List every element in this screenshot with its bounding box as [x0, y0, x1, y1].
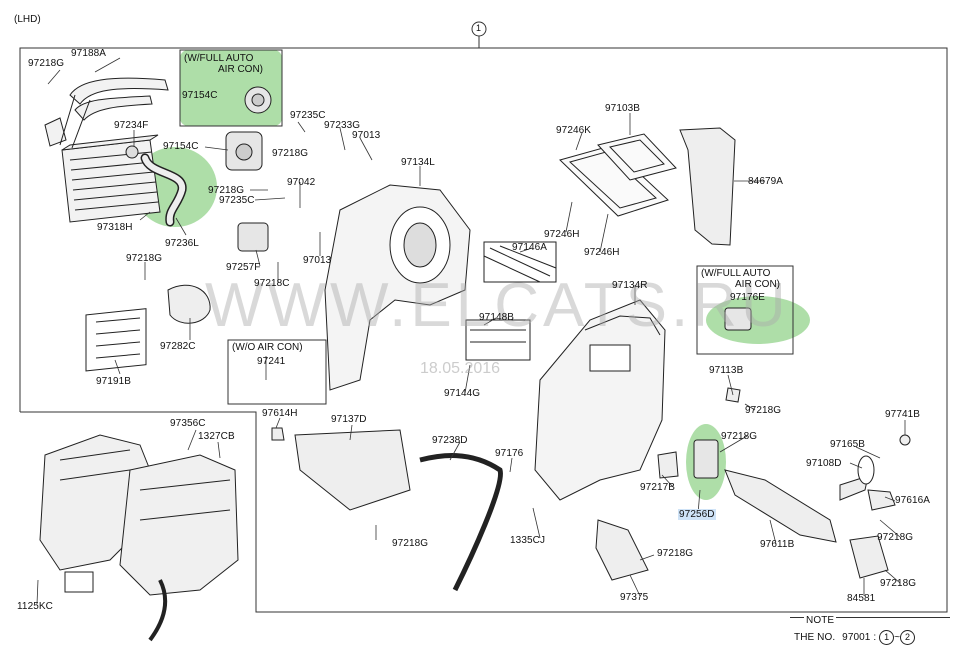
part-label[interactable]: 97611B: [760, 539, 795, 550]
note-the-no: THE NO.: [794, 632, 836, 643]
part-label[interactable]: 97218G: [877, 532, 914, 543]
note-title: NOTE: [804, 615, 837, 626]
part-label[interactable]: 97134L: [401, 157, 435, 168]
part-label-selected[interactable]: 97256D: [678, 509, 716, 520]
part-label[interactable]: 97318H: [97, 222, 133, 233]
part-label[interactable]: 97165B: [830, 439, 866, 450]
wo-air-con-title: (W/O AIR CON): [232, 342, 303, 353]
part-label[interactable]: 97103B: [605, 103, 641, 114]
watermark: WWW.ELCATS.RU: [205, 271, 790, 340]
note-part: 97001: [842, 632, 871, 643]
part-label[interactable]: 84679A: [748, 176, 784, 187]
note-text: THE NO. 97001 : 1~2: [794, 630, 916, 645]
full-auto-title-1: (W/FULL AUTO: [184, 53, 254, 64]
part-label[interactable]: 97218G: [880, 578, 917, 589]
full-auto-title-2: AIR CON): [218, 64, 263, 75]
part-label[interactable]: 1327CB: [198, 431, 235, 442]
part-label[interactable]: 97614H: [262, 408, 298, 419]
assembly-marker: 1: [476, 23, 482, 33]
part-label[interactable]: 97235C: [219, 195, 255, 206]
watermark-date: 18.05.2016: [420, 360, 501, 377]
part-label[interactable]: 97218C: [254, 278, 290, 289]
part-label[interactable]: 97238D: [432, 435, 468, 446]
part-label[interactable]: 97218G: [126, 253, 163, 264]
part-label[interactable]: 97233G: [324, 120, 361, 131]
note-sep: :: [873, 632, 877, 643]
part-label[interactable]: 97013: [352, 130, 381, 141]
part-label[interactable]: 97218G: [721, 431, 758, 442]
part-label[interactable]: 97042: [287, 177, 316, 188]
note-range-end: 2: [900, 630, 916, 645]
part-label[interactable]: 97236L: [165, 238, 199, 249]
part-label[interactable]: 97137D: [331, 414, 367, 425]
part-label[interactable]: 97218G: [657, 548, 694, 559]
part-label[interactable]: 97176: [495, 448, 524, 459]
part-label[interactable]: 97191B: [96, 376, 132, 387]
part-label[interactable]: 97282C: [160, 341, 196, 352]
part-label[interactable]: 97218G: [392, 538, 429, 549]
part-label[interactable]: 97246H: [584, 247, 620, 258]
part-label[interactable]: 97234F: [114, 120, 149, 131]
part-label[interactable]: 97616A: [895, 495, 931, 506]
part-label[interactable]: 97148B: [479, 312, 515, 323]
part-label[interactable]: 97246H: [544, 229, 580, 240]
lhd-label: (LHD): [14, 14, 41, 25]
part-label[interactable]: 97235C: [290, 110, 326, 121]
part-label[interactable]: 97188A: [71, 48, 107, 59]
full-auto-b-title-1: (W/FULL AUTO: [701, 268, 771, 279]
note-range-tilde: ~: [894, 632, 901, 643]
part-label[interactable]: 97218G: [272, 148, 309, 159]
part-label[interactable]: 97113B: [709, 365, 744, 376]
part-label[interactable]: 1335CJ: [510, 535, 546, 546]
full-auto-b-title-2: AIR CON): [735, 279, 780, 290]
part-label[interactable]: 97146A: [512, 242, 548, 253]
part-label[interactable]: 97154C: [163, 141, 199, 152]
part-label[interactable]: 97375: [620, 592, 649, 603]
note-range-start: 1: [879, 630, 895, 645]
note-box: NOTE THE NO. 97001 : 1~2: [790, 615, 950, 662]
part-label[interactable]: 97218G: [745, 405, 782, 416]
part-label[interactable]: 97134R: [612, 280, 648, 291]
part-label[interactable]: 1125KC: [17, 601, 53, 612]
part-label[interactable]: 97013: [303, 255, 332, 266]
part-label[interactable]: 97246K: [556, 125, 592, 136]
part-label[interactable]: 97218G: [28, 58, 65, 69]
part-label[interactable]: 97356C: [170, 418, 206, 429]
part-label[interactable]: 97176E: [730, 292, 766, 303]
part-label[interactable]: 97257F: [226, 262, 261, 273]
part-label[interactable]: 97741B: [885, 409, 921, 420]
part-label[interactable]: 97154C: [182, 90, 218, 101]
part-label[interactable]: 97217B: [640, 482, 676, 493]
part-label[interactable]: 84581: [847, 593, 876, 604]
part-label[interactable]: 97218G: [208, 185, 245, 196]
part-label[interactable]: 97241: [257, 356, 286, 367]
part-label[interactable]: 97108D: [806, 458, 842, 469]
part-label[interactable]: 97144G: [444, 388, 481, 399]
